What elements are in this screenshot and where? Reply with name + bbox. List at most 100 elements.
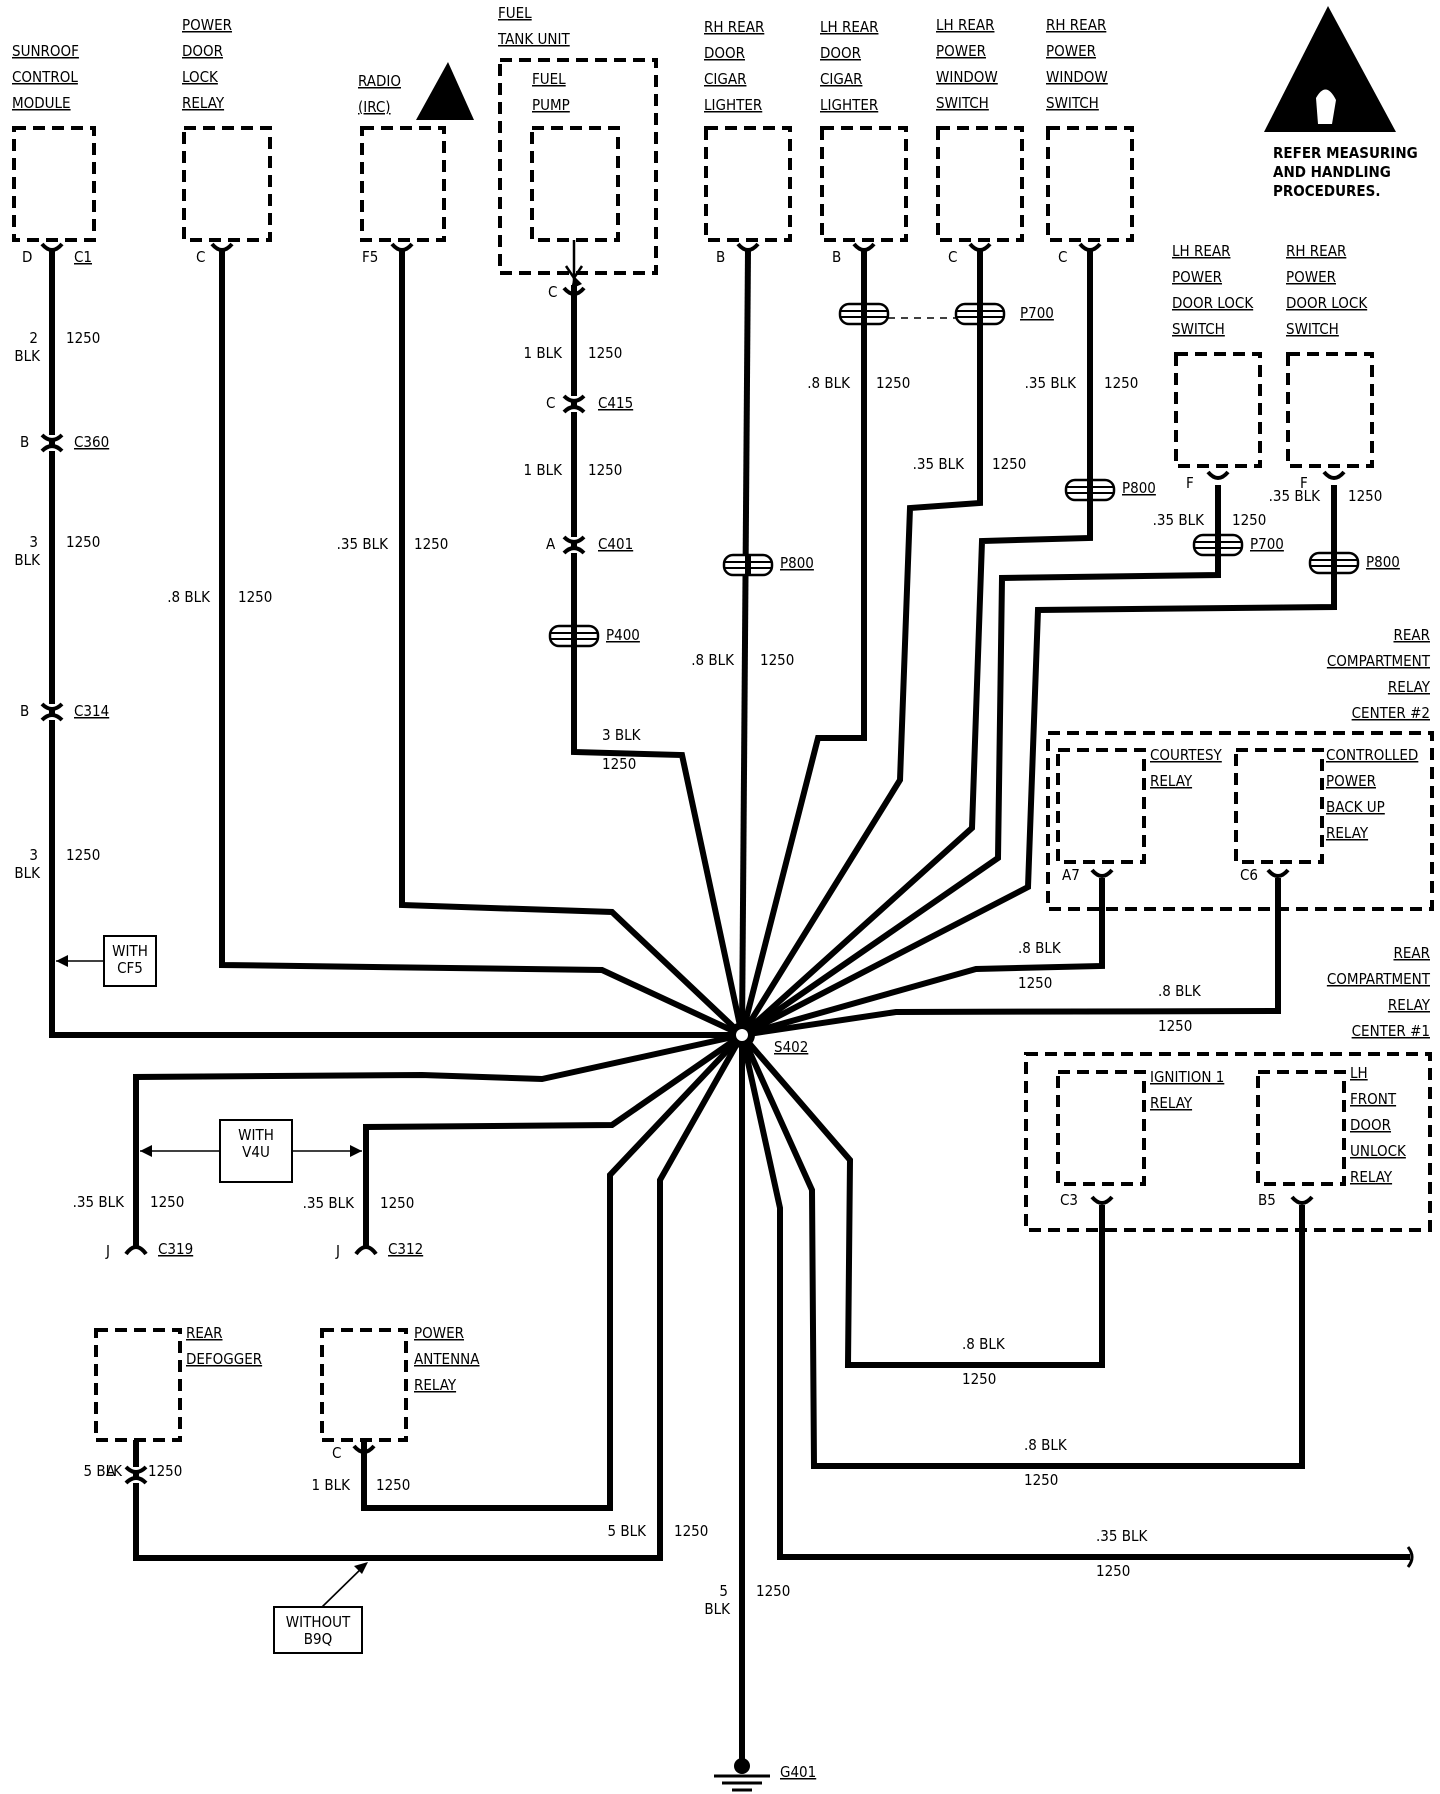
wire-label: 3 BLK xyxy=(602,726,642,744)
lh-cigar-label-line: LH REAR xyxy=(820,18,878,36)
wire-label: 1250 xyxy=(66,846,100,864)
option-with-v4u xyxy=(219,1119,293,1183)
pin-label: A xyxy=(546,535,556,553)
wire-label: 1250 xyxy=(674,1522,708,1540)
lh-window-label-line: SWITCH xyxy=(936,94,989,112)
connector-label: P400 xyxy=(606,626,640,644)
wire-label: .35 BLK xyxy=(1025,374,1078,392)
cpbu-relay-label-line: POWER xyxy=(1326,772,1376,790)
wire-label: 1250 xyxy=(1232,511,1266,529)
wire-label: 1250 xyxy=(414,535,448,553)
wire-label: .8 BLK xyxy=(167,588,211,606)
option-with-cf5-text: CF5 xyxy=(117,959,143,977)
antenna-terminal xyxy=(352,1444,376,1454)
connector-label: C312 xyxy=(388,1240,423,1258)
wire-label: 5 xyxy=(719,1582,728,1600)
option-pointer xyxy=(321,1563,367,1608)
pin-label: C6 xyxy=(1240,866,1258,884)
c415-connector xyxy=(562,394,586,414)
option-with-v4u-text: WITH xyxy=(238,1126,274,1144)
connector-half xyxy=(124,1476,148,1485)
wire-label: .35 BLK xyxy=(337,535,390,553)
connector-half xyxy=(562,405,586,414)
pin-label: F xyxy=(1300,474,1308,492)
rcrc1-label-line: COMPARTMENT xyxy=(1327,970,1431,988)
lh-pdl-switch-label-line: LH REAR xyxy=(1172,242,1230,260)
wire-label: 1 BLK xyxy=(524,461,564,479)
unlock-relay-label-line: UNLOCK xyxy=(1350,1142,1407,1160)
wire-c312-ground xyxy=(363,1032,744,1248)
rcrc1-label-line: RELAY xyxy=(1388,996,1431,1014)
unlock-relay-label-line: RELAY xyxy=(1350,1168,1393,1186)
rh-pdl-switch-label-line: DOOR LOCK xyxy=(1286,294,1368,312)
lh-pdl-switch-label-line: SWITCH xyxy=(1172,320,1225,338)
lh-rear-pdl-switch-box xyxy=(1174,352,1262,468)
pin-label: C1 xyxy=(74,248,92,266)
wire-label: .35 BLK xyxy=(303,1194,356,1212)
ground-label: G401 xyxy=(780,1763,816,1781)
rh-rear-power-window-box xyxy=(1046,126,1134,242)
wire-label: 1250 xyxy=(1096,1562,1130,1580)
lh-rear-power-window-box xyxy=(936,126,1024,242)
lh-window-label-line: LH REAR xyxy=(936,16,994,34)
connector-half xyxy=(40,713,64,722)
connector-half xyxy=(40,444,64,453)
wire-label: 1250 xyxy=(760,651,794,669)
sunroof-terminal xyxy=(40,242,64,252)
wire-sunroof-ground xyxy=(49,250,742,1038)
connector-label: C319 xyxy=(158,1240,193,1258)
wire-label: 1250 xyxy=(380,1194,414,1212)
rh-cigar-label-line: CIGAR xyxy=(704,70,746,88)
connector-label: P700 xyxy=(1020,304,1054,322)
wire-label: BLK xyxy=(14,864,41,882)
wire-label: 1250 xyxy=(1158,1017,1192,1035)
wire-label: 1250 xyxy=(588,461,622,479)
wire-label: .8 BLK xyxy=(1018,939,1062,957)
connector-half xyxy=(562,535,586,544)
sunroof-label-line: SUNROOF xyxy=(12,42,79,60)
connector-half xyxy=(124,1465,148,1474)
lh-cigar-terminal xyxy=(852,242,876,252)
fuel-tank-unit-label-line: FUEL xyxy=(498,4,532,22)
pin-label: B xyxy=(20,702,29,720)
power-door-lock-relay-box xyxy=(182,126,272,242)
connector-half xyxy=(40,702,64,711)
c401-connector xyxy=(562,535,586,555)
ignition-relay-label-line: IGNITION 1 xyxy=(1150,1068,1224,1086)
wire-label: .8 BLK xyxy=(807,374,851,392)
pdl-relay-label-line: LOCK xyxy=(182,68,219,86)
wire-label: 3 xyxy=(29,533,38,551)
antenna-relay-label-line: RELAY xyxy=(414,1376,457,1394)
rh-window-terminal xyxy=(1078,242,1102,252)
radio-label-line: (IRC) xyxy=(358,98,391,116)
rh-window-label-line: POWER xyxy=(1046,42,1096,60)
unlock-terminal xyxy=(1290,1195,1314,1205)
option-without-b9q-text: B9Q xyxy=(304,1630,332,1648)
pin-label: J xyxy=(105,1242,110,1260)
wire-label: 3 xyxy=(29,846,38,864)
wire-c319-ground xyxy=(133,1032,743,1248)
pin-label: C xyxy=(196,248,205,266)
cpbu-terminal xyxy=(1266,868,1290,878)
pin-label: F5 xyxy=(362,248,378,266)
wire-rh-window-ground xyxy=(739,250,1093,1038)
radio-box xyxy=(360,126,446,242)
splice-center xyxy=(736,1029,748,1041)
cpbu-relay-box xyxy=(1234,748,1324,864)
wire-courtesy-relay-ground xyxy=(741,878,1105,1038)
unlock-relay-label-line: FRONT xyxy=(1350,1090,1397,1108)
courtesy-relay-box xyxy=(1056,748,1146,864)
antenna-relay-label-line: POWER xyxy=(414,1324,464,1342)
connector-label: C415 xyxy=(598,394,633,412)
ignition-terminal xyxy=(1090,1195,1114,1205)
wire-label: 1250 xyxy=(876,374,910,392)
ground-dot xyxy=(734,1758,750,1774)
wire-label: .8 BLK xyxy=(1158,982,1202,1000)
defogger-label-line: REAR xyxy=(186,1324,223,1342)
p700-connector xyxy=(838,302,890,326)
wire-lh-cigar-ground xyxy=(739,250,867,1036)
wire-label: 1250 xyxy=(992,455,1026,473)
sunroof-control-module-box xyxy=(12,126,96,242)
option-with-cf5-text: WITH xyxy=(112,942,148,960)
